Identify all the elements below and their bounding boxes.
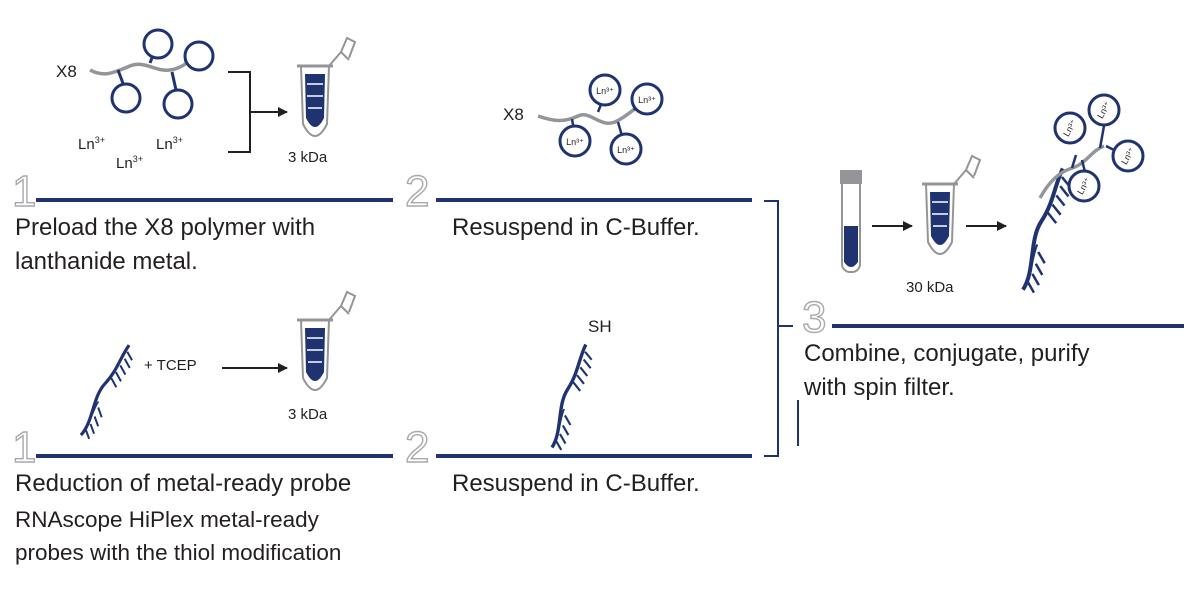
conjugate-icon: Ln³⁺ Ln³⁺ Ln³⁺ Ln³⁺ — [978, 93, 1145, 299]
kda-label: 30 kDa — [906, 279, 954, 296]
tube-icon — [920, 154, 982, 256]
vial-icon — [840, 170, 862, 273]
step-title: Reduction of metal-ready probe — [15, 470, 352, 497]
x8-label: X8 — [503, 105, 524, 124]
svg-text:Ln³⁺: Ln³⁺ — [566, 137, 584, 147]
tube-icon — [295, 290, 357, 392]
svg-text:Ln³⁺: Ln³⁺ — [638, 95, 656, 105]
step-number: 1 — [11, 423, 37, 472]
step-text: lanthanide metal. — [15, 248, 198, 275]
step-text: Resuspend in C-Buffer. — [452, 214, 700, 241]
svg-text:Ln³⁺: Ln³⁺ — [617, 145, 635, 155]
x8-polymer-icon — [89, 28, 215, 120]
step-number: 3 — [801, 293, 827, 342]
kda-label: 3 kDa — [288, 406, 328, 423]
step-number: 1 — [11, 167, 37, 216]
kda-label: 3 kDa — [288, 149, 328, 166]
x8-label: X8 — [56, 62, 77, 81]
ln-label: Ln3+ — [116, 154, 143, 172]
step-text: Combine, conjugate, purify — [804, 340, 1090, 367]
loaded-polymer-icon: Ln³⁺ Ln³⁺ Ln³⁺ Ln³⁺ — [537, 73, 664, 166]
ln-label: Ln3+ — [78, 135, 105, 153]
bracket-icon — [764, 200, 779, 457]
tube-icon — [295, 36, 357, 138]
dna-strand-icon — [56, 343, 157, 443]
sh-label: SH — [588, 317, 612, 336]
step-subtext: RNAscope HiPlex metal-ready — [15, 507, 319, 532]
step-number: 2 — [404, 423, 430, 472]
step-text: with spin filter. — [804, 374, 955, 401]
tcep-label: + TCEP — [144, 357, 197, 374]
ln-label: Ln3+ — [156, 135, 183, 153]
dna-strand-icon — [514, 342, 628, 456]
bracket-icon — [228, 71, 251, 153]
step-text: Resuspend in C-Buffer. — [452, 470, 700, 497]
step-number: 2 — [404, 167, 430, 216]
step-text: Preload the X8 polymer with — [15, 214, 316, 241]
svg-text:Ln³⁺: Ln³⁺ — [596, 86, 614, 96]
step-subtext: probes with the thiol modification — [15, 540, 342, 565]
